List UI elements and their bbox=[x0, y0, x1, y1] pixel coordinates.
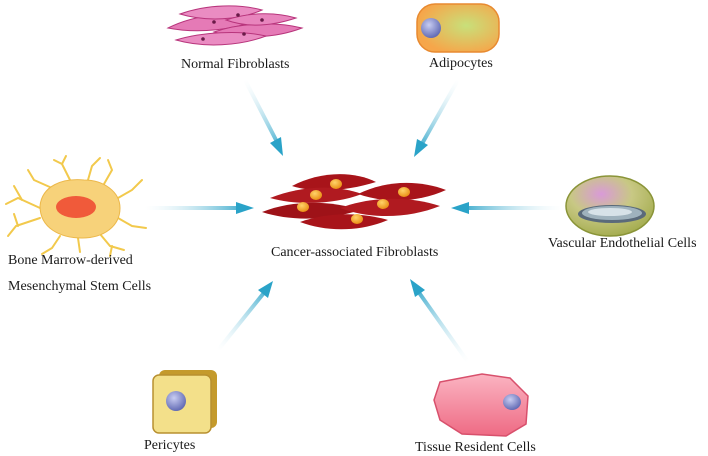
arrow-from-normal-fibroblasts bbox=[243, 78, 283, 156]
label-bone-marrow-line2: Mesenchymal Stem Cells bbox=[8, 279, 152, 294]
label-normal-fibroblasts: Normal Fibroblasts bbox=[181, 57, 290, 72]
vascular-endothelial-cell bbox=[565, 175, 655, 237]
label-bone-marrow-line1: Bone Marrow-derived bbox=[8, 253, 133, 268]
arrow-from-adipocytes bbox=[414, 78, 460, 157]
pericyte-cell bbox=[152, 370, 217, 434]
cancer-associated-fibroblasts-cluster bbox=[262, 174, 446, 230]
label-pericytes: Pericytes bbox=[144, 438, 196, 453]
mesenchymal-stem-cell-body bbox=[39, 179, 121, 239]
label-adipocytes: Adipocytes bbox=[429, 56, 493, 71]
arrow-from-bone-marrow-msc bbox=[143, 202, 254, 214]
label-vascular-endothelial-cells: Vascular Endothelial Cells bbox=[548, 236, 697, 251]
label-tissue-resident-cells: Tissue Resident Cells bbox=[415, 440, 536, 455]
normal-fibroblasts-cell bbox=[166, 5, 304, 46]
label-cancer-associated-fibroblasts: Cancer-associated Fibroblasts bbox=[271, 245, 439, 260]
arrow-from-tissue-resident bbox=[410, 279, 470, 364]
adipocyte-cell bbox=[416, 3, 500, 53]
tissue-resident-cell bbox=[433, 373, 529, 437]
arrow-from-pericytes bbox=[216, 281, 273, 352]
mesenchymal-stem-cell bbox=[5, 155, 147, 257]
arrow-from-vascular-endothelial bbox=[451, 202, 564, 214]
